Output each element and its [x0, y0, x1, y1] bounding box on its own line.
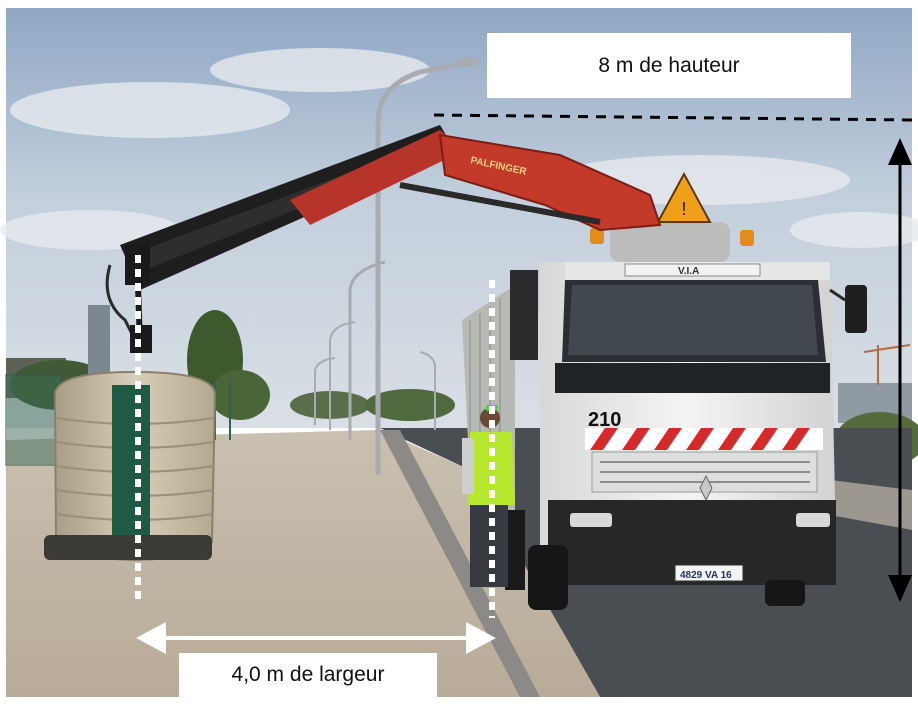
roadwork-warning-icon: !	[656, 171, 712, 223]
width-label: 4,0 m de largeur	[179, 653, 437, 697]
building-crane	[863, 344, 911, 385]
svg-text:!: !	[681, 199, 686, 219]
license-plate: 4829 VA 16	[680, 570, 732, 581]
street-lamps	[314, 57, 479, 475]
truck-cab	[505, 222, 867, 610]
tank	[44, 370, 217, 562]
height-arrow-icon	[888, 138, 912, 602]
sign-post	[88, 305, 110, 385]
height-label: 8 m de hauteur	[487, 33, 851, 98]
width-arrow-icon	[136, 622, 496, 654]
cab-sign: V.I.A	[678, 266, 699, 277]
height-reference-dashed-line	[433, 113, 913, 122]
sidewalk-right	[830, 480, 912, 530]
width-reference-dotted-lines	[135, 255, 495, 618]
clouds	[0, 48, 918, 250]
fence	[5, 374, 231, 466]
curb	[380, 430, 540, 697]
truck-number: 210	[588, 409, 621, 431]
